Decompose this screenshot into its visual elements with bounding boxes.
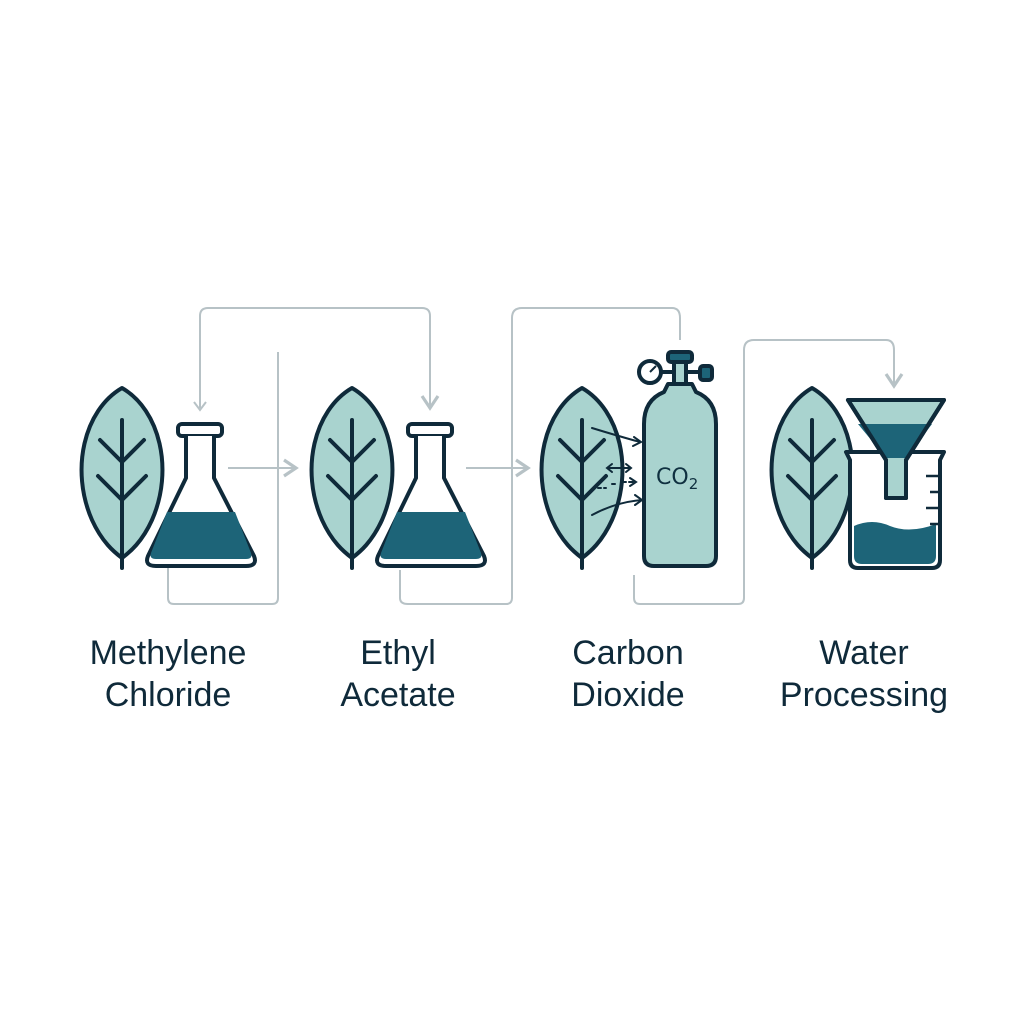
stage-label-line-1: Water: [819, 634, 909, 672]
arrow-icon: [591, 427, 641, 443]
connector-bracket-3: [633, 350, 745, 605]
arrow-icon: [591, 499, 643, 516]
connector-top-1-start-arrow: [193, 401, 207, 412]
leaf-icon: [539, 386, 625, 570]
gas-cylinder-icon: [637, 350, 718, 568]
leaf-icon: [769, 386, 855, 570]
stage-label-ethyl-acetate: Ethyl Acetate: [268, 632, 528, 716]
connector-bracket-2-down: [399, 318, 513, 605]
stage-label-line-1: Ethyl: [360, 634, 436, 672]
stage-label-line-1: Methylene: [89, 634, 247, 672]
stage-label-carbon-dioxide: Carbon Dioxide: [498, 632, 758, 716]
stage-methylene-chloride: [79, 386, 257, 570]
stage-label-methylene-chloride: Methylene Chloride: [38, 632, 298, 716]
stage-label-line-1: Carbon: [572, 634, 684, 672]
connector-top-3: [743, 339, 904, 389]
funnel-icon: [846, 398, 946, 500]
stage-label-line-2: Processing: [779, 676, 949, 714]
flask-icon: [375, 422, 487, 568]
stage-carbon-dioxide: CO2: [539, 350, 718, 570]
co2-label: CO2: [656, 465, 698, 493]
stage-label-line-2: Acetate: [340, 676, 456, 714]
stage-ethyl-acetate: [309, 386, 487, 570]
connector-top-1: [199, 307, 440, 411]
leaf-icon: [309, 386, 395, 570]
co2-flow-arrows: [591, 427, 644, 516]
connector-lines: [167, 307, 904, 605]
flask-icon: [145, 422, 257, 568]
stage-water-processing: [769, 386, 946, 570]
stage-label-water-processing: Water Processing: [734, 632, 994, 716]
connector-left-bracket-1: [167, 352, 279, 605]
beaker-icon: [844, 450, 946, 570]
leaf-icon: [79, 386, 165, 570]
stage-label-line-2: Dioxide: [571, 676, 685, 714]
connector-left-bracket-2: [511, 307, 681, 340]
stage-label-line-2: Chloride: [104, 676, 232, 714]
